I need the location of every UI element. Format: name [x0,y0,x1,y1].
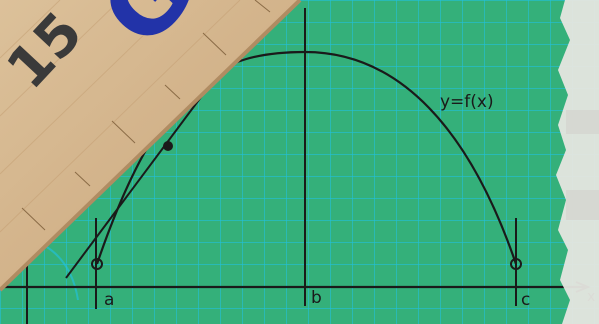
open-point-a [91,258,103,270]
point-label-c: c [521,290,530,310]
ruler-edge [0,0,302,292]
open-point-c [510,258,522,270]
tangent-point [163,141,173,151]
white-tape [556,0,599,324]
ruler: 15 G [0,0,302,292]
curve-label: y=f(x) [440,92,494,112]
point-label-b: b [311,288,322,308]
point-label-a: a [104,290,114,310]
